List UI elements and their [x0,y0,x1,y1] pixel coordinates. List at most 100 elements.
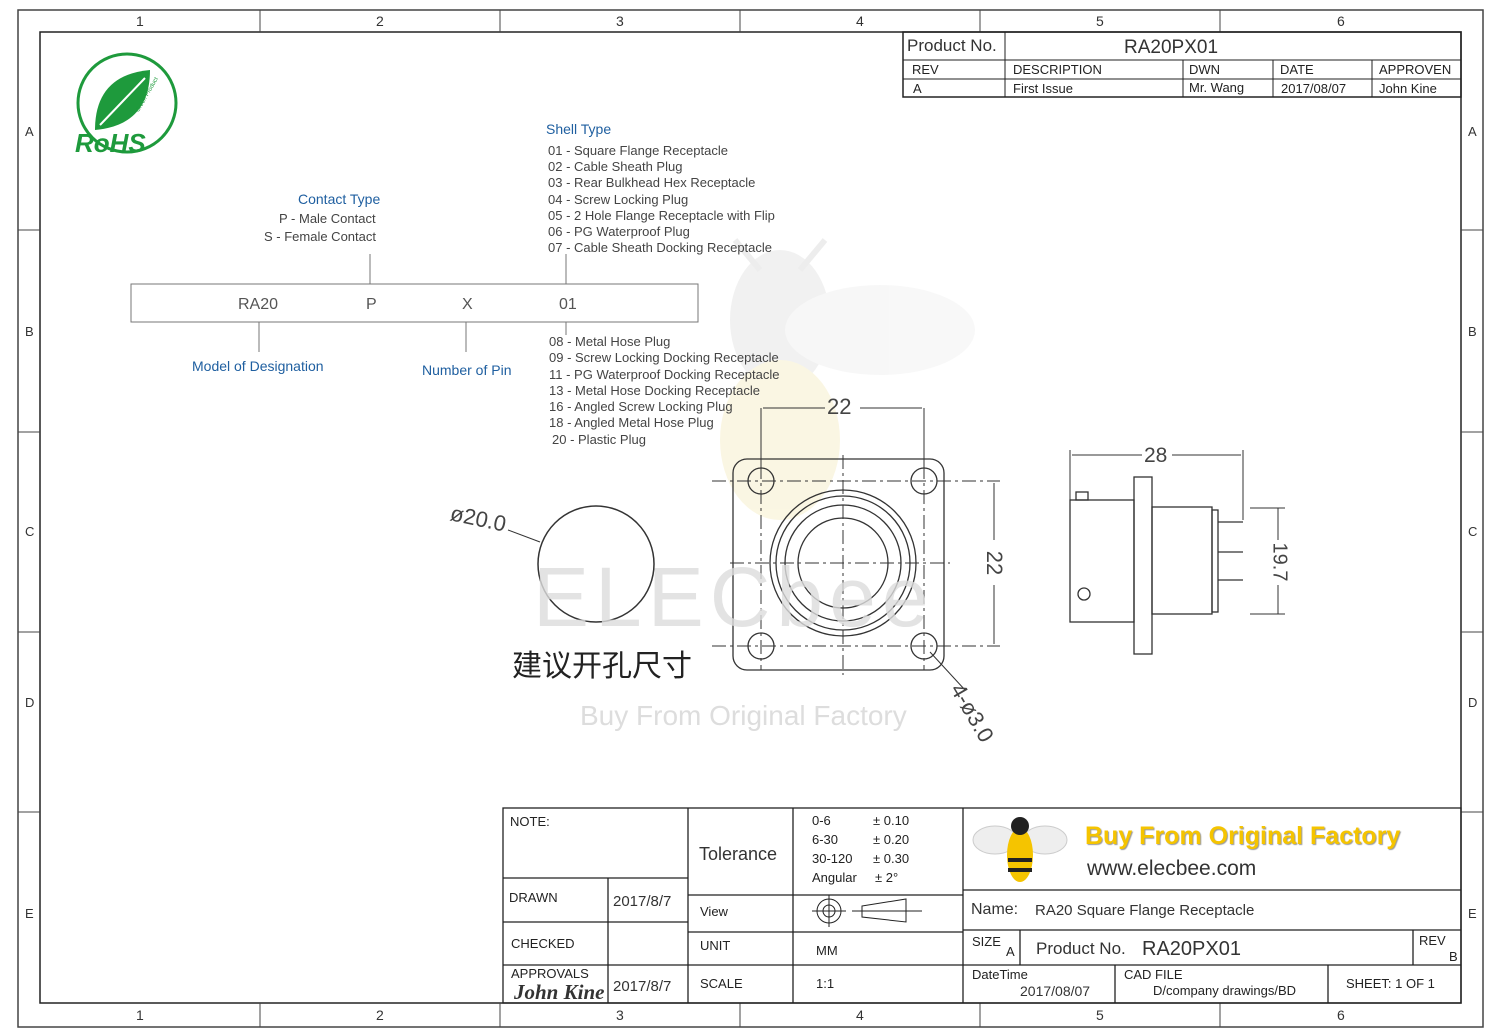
cutout-label: 建议开孔尺寸 [512,649,692,684]
cad-value: D/company drawings/BD [1153,983,1297,998]
tolerance-range: 0-6 [812,813,831,828]
shell-type-list-bottom: 08 - Metal Hose Plug 09 - Screw Locking … [549,334,780,448]
header-value: John Kine [1379,81,1437,96]
approver-signature: John Kine [514,980,605,1004]
tolerance-value: ± 2° [875,870,899,885]
projection-symbol-icon [812,895,922,927]
product-no-value: RA20PX01 [1124,37,1219,58]
row-label: C [1468,524,1478,539]
brand-website: www.elecbee.com [1087,857,1257,880]
col-label: 2 [376,1007,384,1023]
tolerance-label: Tolerance [699,844,778,864]
bee-watermark [720,238,975,520]
col-label: 1 [136,1007,144,1023]
col-label: 5 [1096,1007,1104,1023]
shell-type-list-top: 01 - Square Flange Receptacle 02 - Cable… [548,143,775,256]
checked-label: CHECKED [511,936,575,951]
col-label: 6 [1337,13,1345,29]
rohs-logo [76,52,178,154]
datetime-label: DateTime [972,967,1028,982]
shell-type-item: 13 - Metal Hose Docking Receptacle [549,382,760,398]
frame-ticks [18,10,1483,1027]
outer-frame [17,9,1484,1028]
scale-value: 1:1 [816,976,835,991]
col-label: 3 [616,1007,624,1023]
code-part-pins: X [462,296,473,313]
cutout-view [507,505,655,623]
row-label: E [25,906,34,921]
model-label: Model of Designation [192,358,324,374]
row-label: A [1468,124,1477,139]
code-box [130,254,699,352]
shell-type-item: 18 - Angled Metal Hose Plug [549,415,714,431]
tolerance-range: 6-30 [812,832,839,847]
cad-label: CAD FILE [1124,967,1183,982]
drawn-date: 2017/8/7 [613,893,672,910]
col-label: 4 [856,1007,864,1023]
tolerance-range: Angular [812,870,857,885]
tolerance-value: ± 0.10 [873,813,910,828]
dim-side-height: 19.7 [1268,542,1291,582]
shell-type-item: 09 - Screw Locking Docking Receptacle [549,350,779,366]
note-label: NOTE: [510,814,550,829]
row-label: D [1468,695,1478,710]
rev-value: B [1449,949,1458,964]
code-part-contact: P [366,296,377,313]
shell-type-item: 16 - Angled Screw Locking Plug [549,399,733,415]
dim-front-height: 22 [982,550,1008,576]
shell-type-item: 01 - Square Flange Receptacle [548,143,728,158]
side-view [1069,450,1285,655]
shell-type-item: 06 - PG Waterproof Plug [548,224,690,240]
col-label: 5 [1096,13,1104,29]
rev-label: REV [1419,933,1446,948]
header-value: First Issue [1013,81,1073,96]
col-label: 1 [136,13,144,29]
dim-front-width: 22 [827,394,852,419]
shell-type-item: 11 - PG Waterproof Docking Receptacle [549,366,780,382]
tolerance-value: ± 0.20 [873,832,910,847]
title-block-grid [502,807,1462,1004]
scale-label: SCALE [700,976,743,991]
size-value: A [1006,944,1015,959]
bee-logo-icon [972,817,1068,882]
header-value: Mr. Wang [1189,80,1245,95]
col-label: 3 [616,13,624,29]
row-label: B [25,324,34,339]
size-label: SIZE [972,934,1001,949]
approvals-date: 2017/8/7 [613,978,672,995]
header-value: 2017/08/07 [1281,81,1347,96]
shell-type-item: 05 - 2 Hole Flange Receptacle with Flip [548,207,775,223]
col-label: 6 [1337,1007,1345,1023]
contact-type-item: P - Male Contact [279,211,376,226]
tolerance-value: ± 0.30 [873,851,910,866]
shell-type-item: 02 - Cable Sheath Plug [548,159,683,175]
shell-type-item: 08 - Metal Hose Plug [549,334,671,349]
col-label: 4 [856,13,864,29]
shell-type-item: 03 - Rear Bulkhead Hex Receptacle [548,175,756,191]
watermark-slogan: Buy From Original Factory [580,700,907,731]
col-label: 2 [376,13,384,29]
brand-slogan: Buy From Original Factory [1085,822,1401,850]
code-part-shell: 01 [559,296,577,313]
product-no-value-2: RA20PX01 [1142,938,1241,960]
watermark-brand: ELECbee [533,550,935,644]
dim-side-length: 28 [1144,444,1168,467]
header-table [902,31,1462,98]
unit-value: MM [816,943,838,958]
row-label: B [1468,324,1477,339]
shell-type-item: 20 - Plastic Plug [552,431,646,447]
header-col: DATE [1280,62,1314,77]
contact-type-title: Contact Type [298,191,381,207]
header-col: REV [912,62,939,77]
sheet-value: SHEET: 1 OF 1 [1346,976,1435,991]
row-label: A [25,124,34,139]
part-name: RA20 Square Flange Receptacle [1035,902,1255,919]
product-no-label-2: Product No. [1036,939,1126,958]
header-col: DWN [1189,62,1221,77]
product-no-label: Product No. [907,36,997,55]
shell-type-item: 04 - Screw Locking Plug [548,191,689,207]
rohs-logo-text: RoHS [75,128,146,158]
header-value: A [913,81,922,96]
shell-type-item: 07 - Cable Sheath Docking Receptacle [548,240,773,256]
